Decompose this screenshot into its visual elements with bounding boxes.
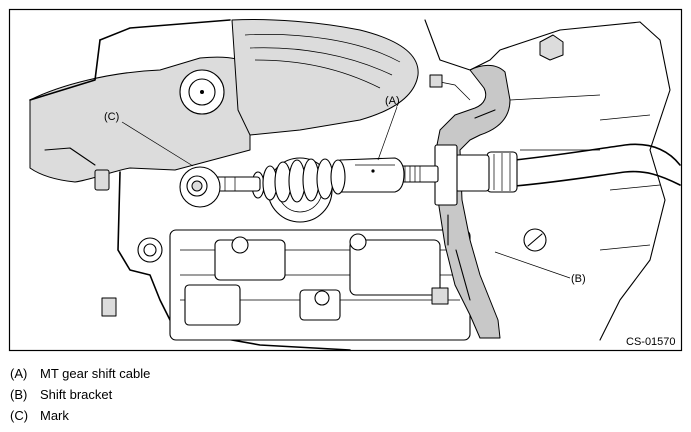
- callout-a: (A): [385, 95, 400, 107]
- legend-key: (B): [10, 387, 28, 402]
- legend-item: (A) MT gear shift cable: [10, 363, 410, 384]
- legend: (A)MT gear shift cable (B)Shift bracket …: [10, 363, 410, 426]
- leader-lines: [121, 106, 571, 279]
- figure-code: CS-01570: [626, 336, 676, 348]
- legend-text: Mark: [40, 408, 69, 423]
- legend-item: (C) Mark: [10, 405, 410, 426]
- legend-key: (A): [10, 366, 28, 381]
- illustration: (A) (C) (B) CS-01570: [8, 8, 683, 352]
- legend-text: MT gear shift cable: [40, 366, 151, 381]
- shift-cable: [179, 143, 681, 208]
- legend-item: (B) Shift bracket: [10, 384, 410, 405]
- transmission-case: [29, 18, 671, 351]
- callout-c: (C): [104, 111, 119, 123]
- shift-bracket: [435, 64, 511, 339]
- legend-text: Shift bracket: [40, 387, 113, 402]
- legend-key: (C): [10, 408, 29, 423]
- callout-b: (B): [571, 273, 586, 285]
- transmission-diagram: (A) (C) (B) CS-01570: [8, 8, 683, 352]
